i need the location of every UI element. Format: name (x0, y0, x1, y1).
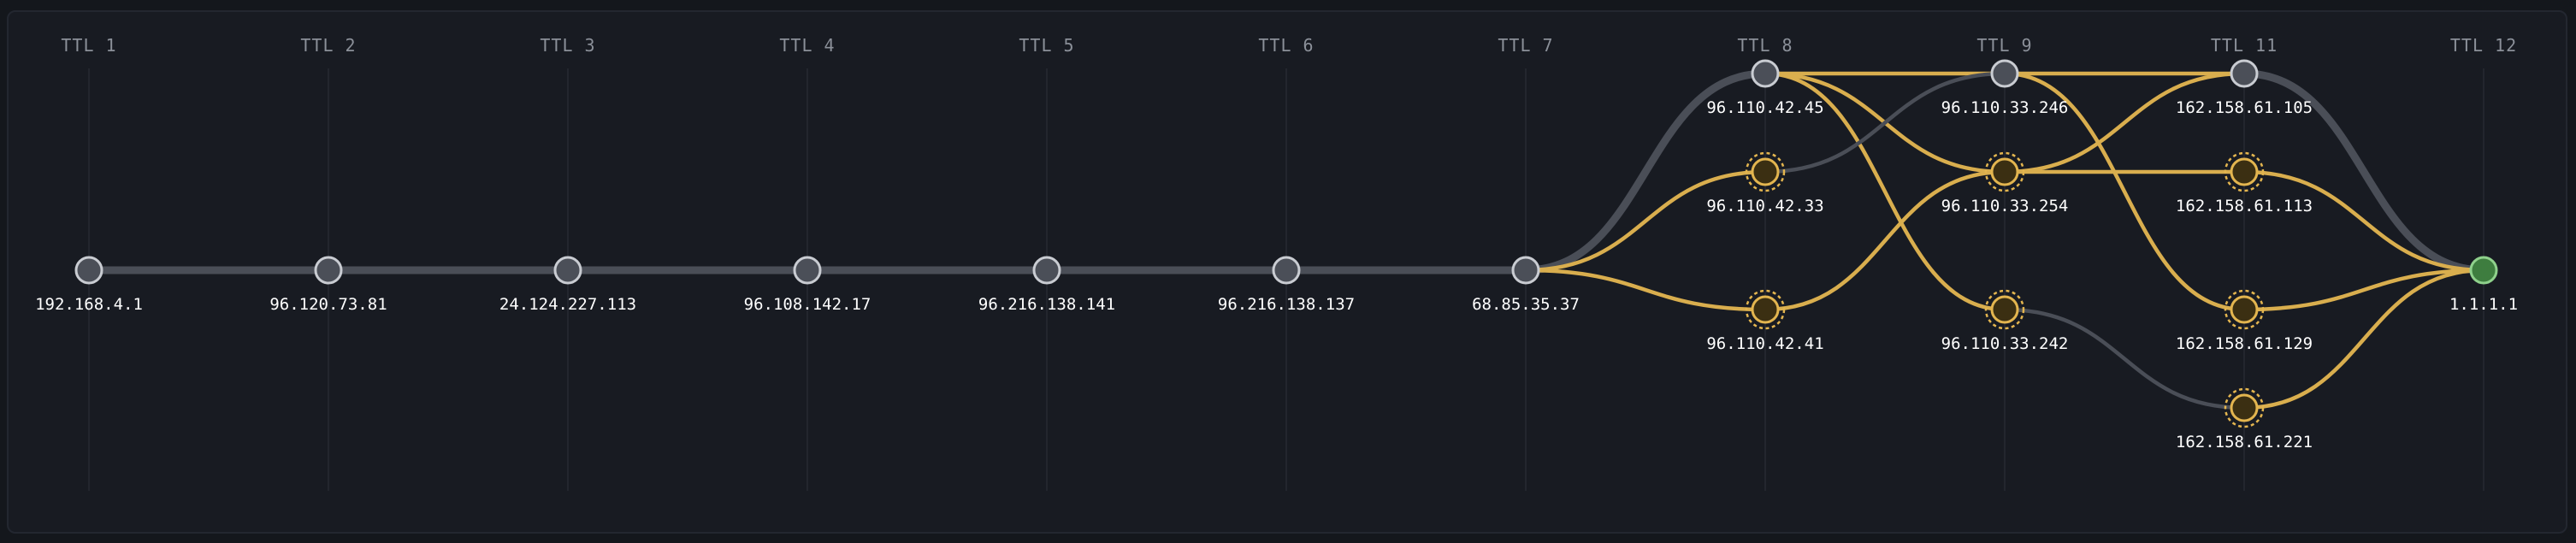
hop-ip-label: 68.85.35.37 (1472, 295, 1580, 314)
selection-ring (2224, 289, 2265, 330)
hop-ip-label: 96.110.33.254 (1941, 197, 2069, 215)
hop-edge-n9a-n11c (2002, 71, 2247, 312)
ttl-column-label: TTL 9 (1976, 35, 2032, 56)
hop-ip-label: 96.110.42.45 (1706, 98, 1823, 117)
selection-ring (2224, 387, 2265, 428)
ttl-column-label: TTL 12 (2450, 35, 2517, 56)
hop-edge-n8c-n9b (1763, 169, 2007, 312)
node-circle (74, 256, 103, 285)
hop-node-n2[interactable] (314, 256, 343, 285)
hop-edge-n9b-n11a (2002, 71, 2247, 174)
hop-node-n6[interactable] (1272, 256, 1301, 285)
hop-ip-label: 162.158.61.113 (2176, 197, 2313, 215)
ttl-column-label: TTL 1 (61, 35, 116, 56)
hop-node-n11c[interactable] (2224, 289, 2265, 330)
hop-edge-n11b-n12 (2242, 169, 2486, 273)
hop-node-n9b[interactable] (1984, 151, 2025, 192)
hop-edge-n11a-n12 (2240, 69, 2488, 274)
selection-ring (1984, 151, 2025, 192)
hop-node-n8b[interactable] (1745, 151, 1786, 192)
selection-ring (1984, 289, 2025, 330)
hop-edge-n7-n8c (1523, 268, 1768, 312)
hop-edge-n11d-n12 (2242, 268, 2486, 410)
ttl-column-label: TTL 4 (779, 35, 835, 56)
hop-ip-label: 192.168.4.1 (35, 295, 143, 314)
node-circle (1032, 256, 1061, 285)
hop-ip-label: 1.1.1.1 (2449, 295, 2518, 314)
hop-ip-label: 96.216.138.141 (978, 295, 1115, 314)
hop-edge-n9c-n11d (2002, 307, 2247, 410)
ttl-column-label: TTL 8 (1737, 35, 1793, 56)
hop-node-n11d[interactable] (2224, 387, 2265, 428)
hop-node-n5[interactable] (1032, 256, 1061, 285)
selection-ring (1745, 151, 1786, 192)
hop-node-n9c[interactable] (1984, 289, 2025, 330)
hop-edge-n7-n8b (1523, 169, 1768, 273)
hop-ip-label: 96.108.142.17 (744, 295, 871, 314)
hop-edge-n8a-n9c (1763, 71, 2007, 312)
labels: TTL 1 TTL 2 TTL 3 TTL 4 TTL 5 TTL 6 TTL 7 TTL 8… (35, 35, 2518, 452)
hop-node-n12[interactable] (2469, 256, 2498, 285)
hop-node-n11a[interactable] (2230, 59, 2259, 88)
hop-node-n8a[interactable] (1751, 59, 1780, 88)
node-circle (1751, 157, 1780, 186)
ttl-column-label: TTL 6 (1258, 35, 1314, 56)
node-circle (314, 256, 343, 285)
hop-edge-n7-n8a (1521, 69, 1770, 274)
hop-node-n9a[interactable] (1990, 59, 2019, 88)
ttl-gridlines (88, 68, 2484, 491)
ttl-column-label: TTL 3 (540, 35, 595, 56)
hop-ip-label: 96.216.138.137 (1218, 295, 1355, 314)
node-circle (2230, 59, 2259, 88)
ttl-column-label: TTL 5 (1019, 35, 1074, 56)
node-circle (2230, 295, 2259, 324)
hop-node-n3[interactable] (553, 256, 582, 285)
node-circle (793, 256, 822, 285)
hop-edge-n11c-n12 (2242, 268, 2486, 312)
node-circle (1751, 59, 1780, 88)
hop-ip-label: 162.158.61.105 (2176, 98, 2313, 117)
hop-nodes (74, 59, 2498, 428)
selection-ring (1745, 289, 1786, 330)
hop-edge-n8b-n9a (1763, 71, 2007, 174)
hop-node-n8c[interactable] (1745, 289, 1786, 330)
hop-ip-label: 96.110.42.41 (1706, 334, 1823, 353)
node-circle (1990, 59, 2019, 88)
hop-ip-label: 162.158.61.129 (2176, 334, 2313, 353)
hop-ip-label: 96.110.33.246 (1941, 98, 2069, 117)
node-circle (2469, 256, 2498, 285)
hop-node-n1[interactable] (74, 256, 103, 285)
node-circle (1272, 256, 1301, 285)
hop-ip-label: 96.110.42.33 (1706, 197, 1823, 215)
hop-ip-label: 24.124.227.113 (499, 295, 636, 314)
hop-node-n4[interactable] (793, 256, 822, 285)
ttl-column-label: TTL 2 (300, 35, 356, 56)
hop-ip-label: 96.120.73.81 (269, 295, 387, 314)
ttl-column-label: TTL 11 (2211, 35, 2278, 56)
hop-edges (85, 69, 2488, 410)
node-circle (1990, 157, 2019, 186)
node-circle (1511, 256, 1540, 285)
ttl-column-label: TTL 7 (1498, 35, 1553, 56)
hop-ip-label: 162.158.61.221 (2176, 433, 2313, 452)
hop-node-n7[interactable] (1511, 256, 1540, 285)
selection-ring (2224, 151, 2265, 192)
node-circle (1990, 295, 2019, 324)
node-circle (1751, 295, 1780, 324)
hop-node-n11b[interactable] (2224, 151, 2265, 192)
hop-ip-label: 96.110.33.242 (1941, 334, 2069, 353)
node-circle (2230, 157, 2259, 186)
node-circle (2230, 393, 2259, 422)
node-circle (553, 256, 582, 285)
